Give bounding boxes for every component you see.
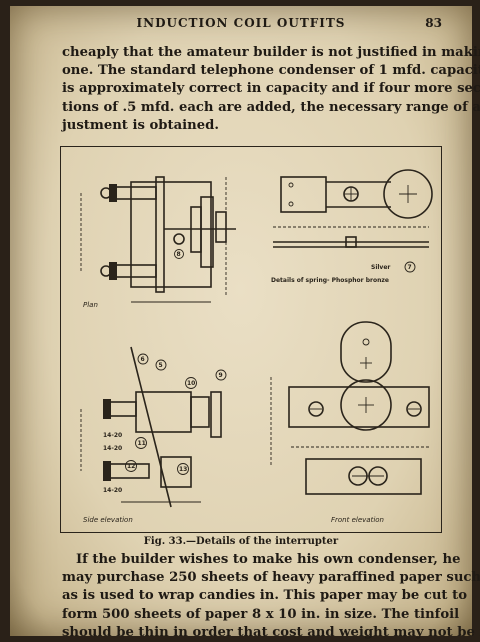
text-line: justment is obtained.	[62, 117, 219, 133]
text-line: form 500 sheets of paper 8 x 10 in. in s…	[62, 606, 460, 622]
text-line: cheaply that the amateur builder is not …	[62, 45, 480, 60]
callout-13: 13	[179, 466, 187, 473]
callout-8: 8	[177, 251, 181, 258]
side-elevation: 14-20 14-20 14-20 6 5 9 10 11 12 13 Side…	[80, 346, 227, 524]
spring-details: 7 Silver Details of spring- Phosphor bro…	[271, 169, 433, 284]
text-line: tions of .5 mfd. each are added, the nec…	[62, 99, 480, 115]
text-line: is approximately correct in capacity and…	[62, 81, 480, 97]
thread-label: 14-20	[103, 432, 122, 439]
callout-7: 7	[408, 264, 412, 271]
text-line: as is used to wrap candies in. This pape…	[62, 588, 468, 604]
thread-label: 14-20	[103, 487, 122, 494]
paragraph-2: If the builder wishes to make his own co…	[62, 551, 480, 642]
page-number: 83	[425, 16, 442, 30]
front-elevation: Front elevation	[270, 321, 431, 524]
front-elevation-label: Front elevation	[331, 516, 384, 524]
paragraph-1: cheaply that the amateur builder is not …	[62, 44, 480, 135]
callout-6: 6	[141, 356, 145, 363]
side-elevation-label: Side elevation	[83, 516, 133, 524]
callout-9: 9	[219, 372, 223, 379]
callout-10: 10	[187, 380, 195, 387]
plan-label: Plan	[83, 301, 98, 309]
silver-label: Silver	[371, 264, 390, 271]
text-line: may purchase 250 sheets of heavy paraffi…	[62, 570, 480, 586]
plan-view: Plan 8	[80, 176, 236, 309]
callout-12: 12	[127, 463, 135, 470]
technical-drawing: Plan 8 7	[80, 169, 433, 524]
figure-33-interrupter: Plan 8 7	[60, 146, 442, 533]
details-label: Details of spring- Phosphor bronze	[271, 277, 389, 284]
text-line: should be thin in order that cost and we…	[62, 624, 480, 640]
text-line: one. The standard telephone condenser of…	[62, 63, 480, 79]
callout-11: 11	[138, 440, 146, 447]
book-page: INDUCTION COIL OUTFITS 83 cheaply that t…	[10, 6, 480, 640]
running-head: INDUCTION COIL OUTFITS	[136, 16, 346, 30]
page-header: INDUCTION COIL OUTFITS 83	[10, 16, 472, 36]
callout-5: 5	[159, 362, 163, 369]
figure-caption: Fig. 33.—Details of the interrupter	[143, 536, 339, 547]
text-line: If the builder wishes to make his own co…	[76, 552, 461, 567]
thread-label: 14-20	[103, 445, 122, 452]
